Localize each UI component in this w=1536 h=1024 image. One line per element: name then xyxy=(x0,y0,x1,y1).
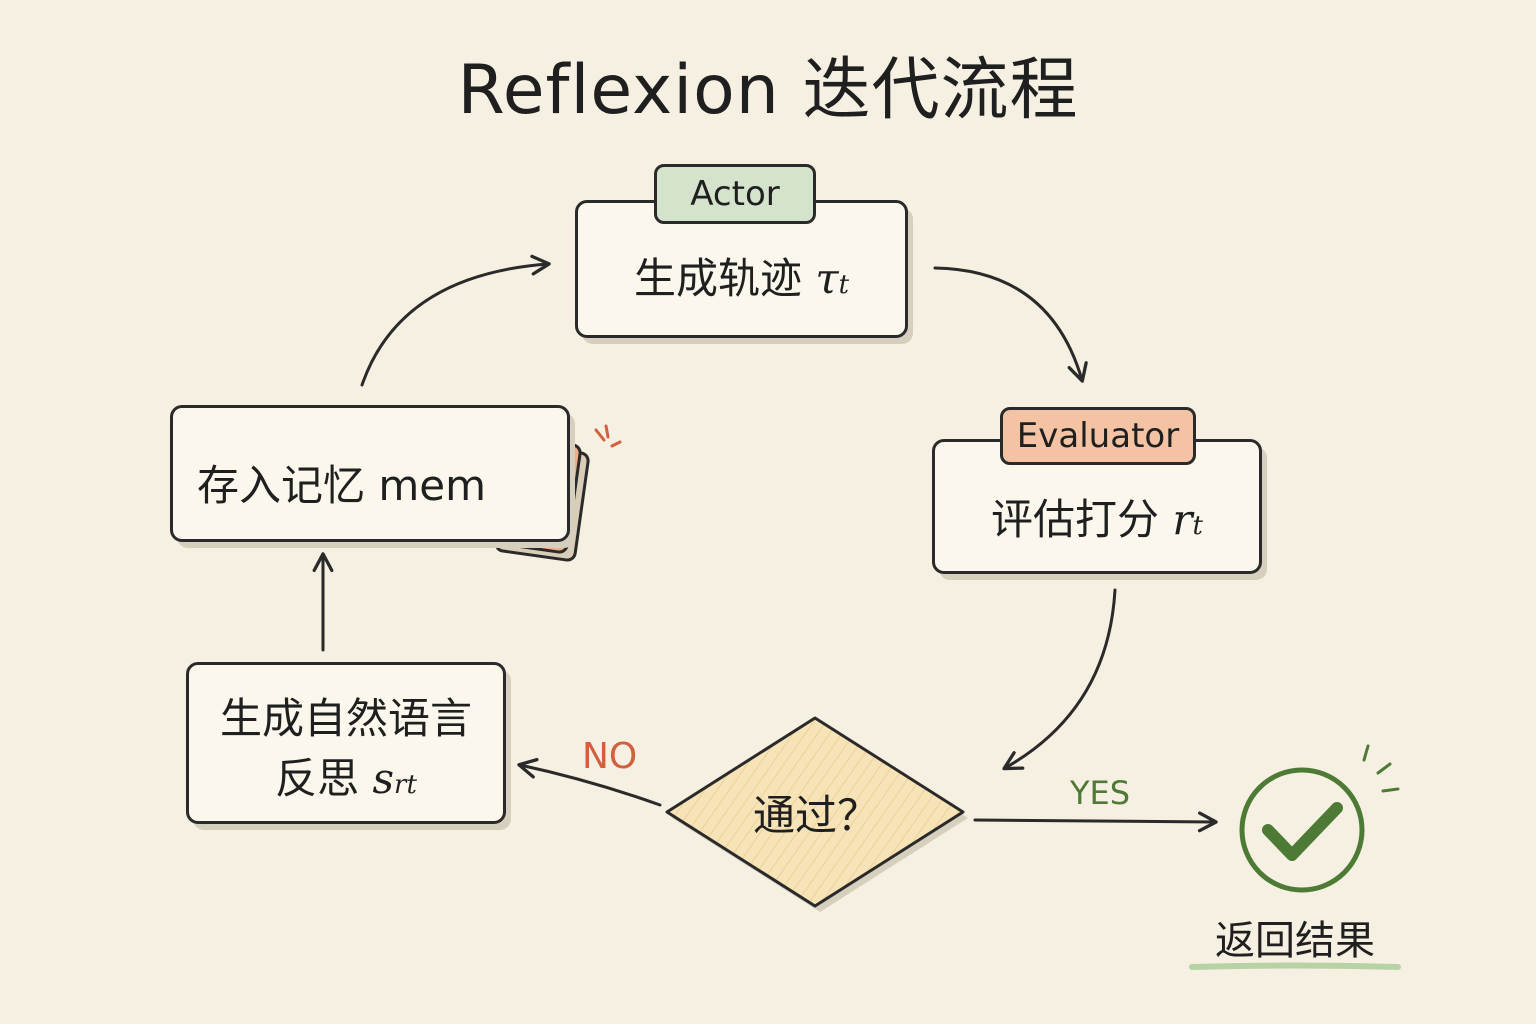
actor-symbol: τt xyxy=(815,254,850,303)
reflection-node: 生成自然语言 反思 srt xyxy=(186,662,506,824)
evaluator-node-label: 评估打分 rt xyxy=(935,486,1259,547)
actor-tag: Actor xyxy=(654,164,816,224)
yes-edge-label: YES xyxy=(1070,774,1131,812)
actor-text: 生成轨迹 xyxy=(633,254,802,303)
no-edge-label: NO xyxy=(582,736,638,777)
result-label: 返回结果 xyxy=(1215,918,1375,964)
arrow-decision-to-result xyxy=(973,811,1218,833)
decision-label: 通过？ xyxy=(752,791,879,840)
arrow-actor-to-evaluator xyxy=(933,266,1088,383)
reflection-line2: 反思 xyxy=(275,754,360,803)
reflection-line1: 生成自然语言 xyxy=(219,694,472,743)
reflection-line2-wrap: 反思 srt xyxy=(189,745,503,806)
arrow-decision-to-reflection xyxy=(517,757,662,807)
arrow-evaluator-to-decision xyxy=(1002,588,1117,771)
evaluator-symbol: rt xyxy=(1172,495,1203,544)
actor-node-label: 生成轨迹 τt xyxy=(578,245,905,306)
result-underline xyxy=(1189,962,1401,970)
memory-node: 存入记忆 mem xyxy=(170,405,570,542)
check-circle-icon xyxy=(1239,744,1400,893)
evaluator-tag: Evaluator xyxy=(1000,407,1196,465)
decision-node xyxy=(665,716,968,912)
arrow-memory-to-actor xyxy=(360,254,551,387)
evaluator-text: 评估打分 xyxy=(991,495,1160,544)
memory-text: 存入记忆 mem xyxy=(197,461,487,510)
diagram-title: Reflexion 迭代流程 xyxy=(457,51,1079,130)
reflection-symbol: srt xyxy=(372,754,417,803)
